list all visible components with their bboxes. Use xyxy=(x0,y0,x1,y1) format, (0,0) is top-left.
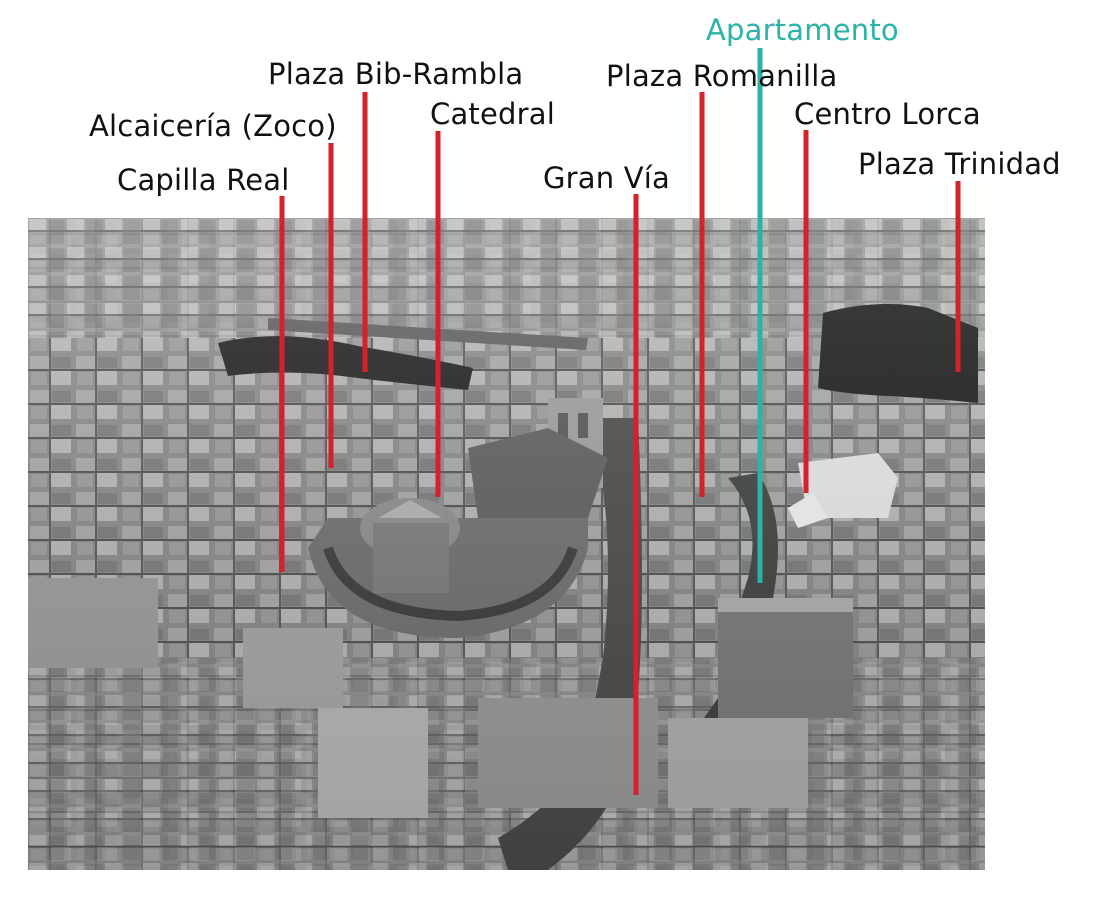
label-plaza-bib-rambla: Plaza Bib-Rambla xyxy=(268,57,524,91)
label-capilla-real: Capilla Real xyxy=(117,163,290,197)
label-catedral: Catedral xyxy=(430,97,555,131)
label-plaza-romanilla: Plaza Romanilla xyxy=(606,59,838,93)
aerial-city-photo-icon xyxy=(28,218,985,870)
label-plaza-trinidad: Plaza Trinidad xyxy=(858,147,1061,181)
aerial-city-photo xyxy=(28,218,985,870)
label-centro-lorca: Centro Lorca xyxy=(794,97,981,131)
label-alcaiceria: Alcaicería (Zoco) xyxy=(89,109,337,143)
label-apartamento: Apartamento xyxy=(706,13,899,47)
label-gran-via: Gran Vía xyxy=(543,161,671,195)
